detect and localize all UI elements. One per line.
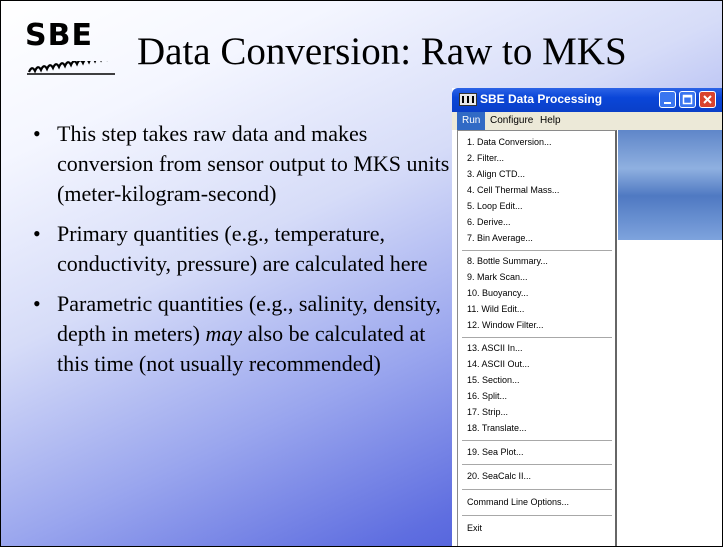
bullet-dot-icon: • bbox=[33, 121, 41, 146]
bullet-emphasis: may bbox=[205, 321, 243, 346]
window-title: SBE Data Processing bbox=[480, 92, 603, 106]
menu-item-ascii-in[interactable]: 13. ASCII In... bbox=[467, 343, 523, 353]
slide-title: Data Conversion: Raw to MKS bbox=[137, 30, 627, 73]
bullet-item: • This step takes raw data and makes conv… bbox=[31, 119, 461, 209]
menu-item-mark-scan[interactable]: 9. Mark Scan... bbox=[467, 272, 528, 282]
menu-item-derive[interactable]: 6. Derive... bbox=[467, 217, 511, 227]
bullet-list: • This step takes raw data and makes conv… bbox=[31, 119, 461, 389]
bullet-text: This step takes raw data and makes conve… bbox=[57, 121, 450, 206]
menu-separator bbox=[462, 250, 612, 251]
menu-item-loop-edit[interactable]: 5. Loop Edit... bbox=[467, 201, 523, 211]
minimize-icon bbox=[664, 102, 671, 104]
menu-separator bbox=[462, 440, 612, 441]
menu-separator bbox=[462, 489, 612, 490]
logo-text: SBE bbox=[25, 18, 93, 53]
window-content-background bbox=[618, 130, 722, 240]
menu-item-cell-thermal-mass[interactable]: 4. Cell Thermal Mass... bbox=[467, 185, 560, 195]
menu-item-bin-average[interactable]: 7. Bin Average... bbox=[467, 233, 533, 243]
menu-help[interactable]: Help bbox=[540, 115, 561, 126]
bullet-text-after: also be calculated at this time (not usu… bbox=[57, 321, 426, 376]
bullet-dot-icon: • bbox=[33, 221, 41, 246]
bullet-dot-icon: • bbox=[33, 291, 41, 316]
menu-separator bbox=[462, 515, 612, 516]
bullet-item: • Primary quantities (e.g., temperature, … bbox=[31, 219, 461, 279]
maximize-button[interactable] bbox=[679, 91, 696, 108]
menu-separator bbox=[462, 337, 612, 338]
menu-item-seacalc[interactable]: 20. SeaCalc II... bbox=[467, 471, 532, 481]
menu-item-command-line-options[interactable]: Command Line Options... bbox=[467, 497, 570, 507]
run-menu-dropdown: 1. Data Conversion... 2. Filter... 3. Al… bbox=[457, 130, 617, 546]
menu-item-buoyancy[interactable]: 10. Buoyancy... bbox=[467, 288, 529, 298]
menu-configure[interactable]: Configure bbox=[490, 115, 534, 126]
bullet-text: Primary quantities (e.g., temperature, c… bbox=[57, 221, 428, 276]
sbe-app-icon bbox=[459, 93, 477, 106]
close-button[interactable] bbox=[699, 91, 716, 108]
bullet-item: • Parametric quantities (e.g., salinity, … bbox=[31, 289, 461, 379]
menu-item-ascii-out[interactable]: 14. ASCII Out... bbox=[467, 359, 530, 369]
sbe-data-processing-window: SBE Data Processing Run Configure Help 1… bbox=[452, 88, 722, 546]
menu-bar: Run Configure Help bbox=[452, 112, 722, 130]
menu-item-sea-plot[interactable]: 19. Sea Plot... bbox=[467, 447, 524, 457]
sbe-logo: SBE bbox=[25, 21, 117, 79]
logo-waves-icon bbox=[27, 61, 115, 75]
menu-item-translate[interactable]: 18. Translate... bbox=[467, 423, 527, 433]
menu-item-strip[interactable]: 17. Strip... bbox=[467, 407, 509, 417]
menu-item-wild-edit[interactable]: 11. Wild Edit... bbox=[467, 304, 525, 314]
menu-item-data-conversion[interactable]: 1. Data Conversion... bbox=[467, 137, 552, 147]
window-titlebar[interactable]: SBE Data Processing bbox=[452, 88, 722, 112]
bullet-text-before: Parametric quantities (e.g., salinity, d… bbox=[57, 291, 441, 346]
maximize-icon bbox=[682, 94, 693, 105]
menu-separator bbox=[462, 464, 612, 465]
menu-item-window-filter[interactable]: 12. Window Filter... bbox=[467, 320, 544, 330]
menu-item-bottle-summary[interactable]: 8. Bottle Summary... bbox=[467, 256, 548, 266]
menu-item-split[interactable]: 16. Split... bbox=[467, 391, 508, 401]
close-icon bbox=[703, 95, 712, 104]
menu-run[interactable]: Run bbox=[457, 112, 486, 130]
menu-item-align-ctd[interactable]: 3. Align CTD... bbox=[467, 169, 526, 179]
minimize-button[interactable] bbox=[659, 91, 676, 108]
menu-item-exit[interactable]: Exit bbox=[467, 523, 483, 533]
menu-item-section[interactable]: 15. Section... bbox=[467, 375, 520, 385]
menu-item-filter[interactable]: 2. Filter... bbox=[467, 153, 505, 163]
